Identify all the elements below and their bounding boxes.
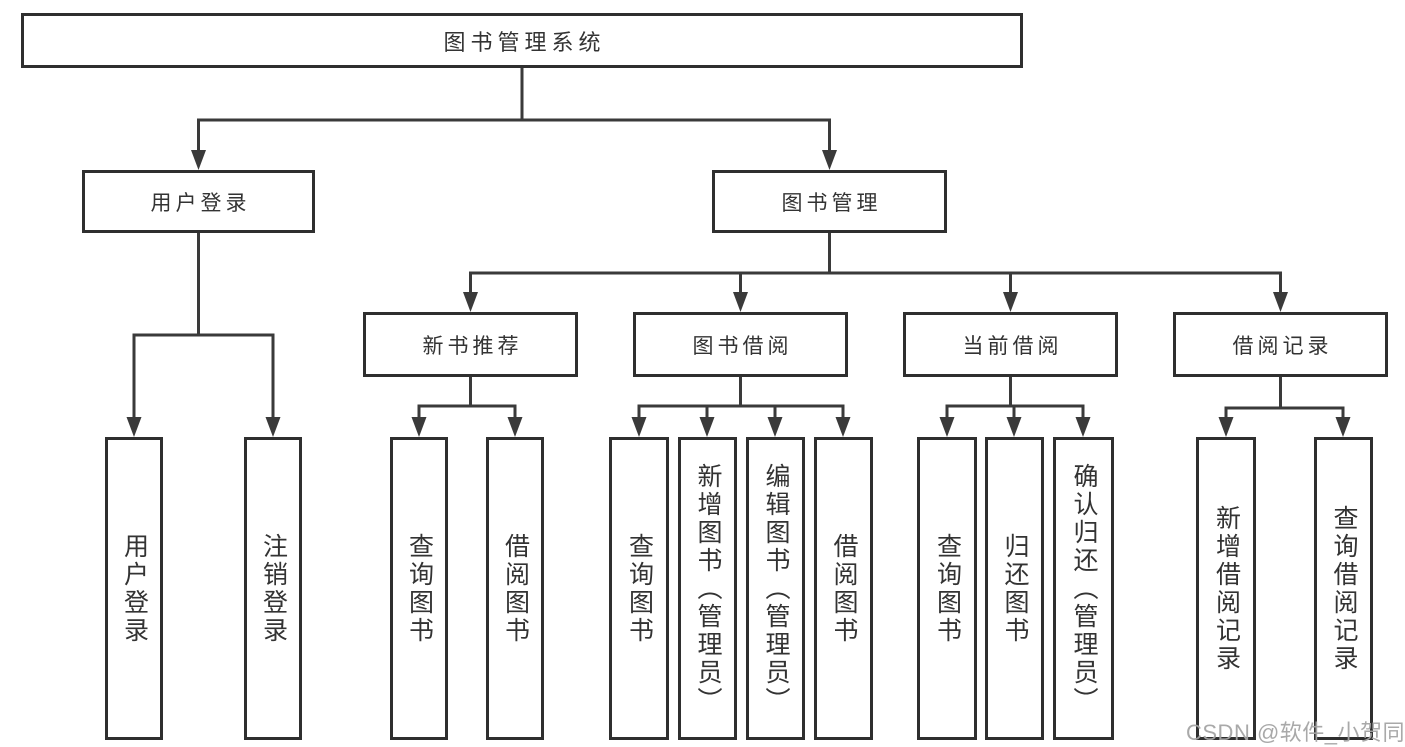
- leaf-add-books-admin-label: 新增图书（管理员）: [694, 462, 722, 715]
- connector-lines: [132, 68, 1345, 419]
- node-current-borrowing: 当前借阅: [903, 312, 1118, 377]
- leaf-confirm-return-admin-label: 确认归还（管理员）: [1070, 462, 1098, 715]
- arrowhead: [463, 292, 478, 312]
- arrowhead: [411, 417, 427, 437]
- arrowhead: [507, 417, 523, 437]
- arrowhead: [1273, 292, 1288, 312]
- leaf-confirm-return-admin: 确认归还（管理员）: [1053, 437, 1114, 740]
- arrowhead: [1218, 417, 1234, 437]
- leaf-query-books-recommend: 查询图书: [390, 437, 448, 740]
- arrowhead: [631, 417, 647, 437]
- leaf-add-borrow-record-label: 新增借阅记录: [1212, 504, 1241, 673]
- node-root-library-system: 图书管理系统: [21, 13, 1023, 68]
- leaf-query-books-borrowing-label: 查询图书: [625, 532, 654, 645]
- node-book-management: 图书管理: [712, 170, 947, 233]
- arrowhead: [1075, 417, 1091, 437]
- arrowhead: [265, 417, 281, 437]
- leaf-query-books-recommend-label: 查询图书: [405, 532, 434, 645]
- arrowhead: [191, 150, 206, 170]
- arrowhead: [939, 417, 955, 437]
- node-book-management-label: 图书管理: [781, 191, 882, 215]
- arrowheads: [126, 150, 1351, 437]
- arrowhead: [1006, 417, 1022, 437]
- arrowhead: [699, 417, 715, 437]
- leaf-query-borrow-record-label: 查询借阅记录: [1330, 504, 1358, 673]
- leaf-query-books-borrowing: 查询图书: [609, 437, 669, 740]
- leaf-add-books-admin: 新增图书（管理员）: [678, 437, 737, 740]
- node-borrowing-records-label: 借阅记录: [1232, 334, 1333, 358]
- leaf-edit-books-admin-label: 编辑图书（管理员）: [762, 462, 790, 715]
- node-user-login: 用户登录: [82, 170, 315, 233]
- node-book-borrowing-label: 图书借阅: [692, 334, 793, 358]
- arrowhead: [822, 150, 837, 170]
- leaf-return-books-label: 归还图书: [1001, 532, 1029, 645]
- leaf-user-login: 用户登录: [105, 437, 163, 740]
- node-borrowing-records: 借阅记录: [1173, 312, 1388, 377]
- arrowhead: [767, 417, 783, 437]
- arrowhead: [1335, 417, 1351, 437]
- leaf-user-login-label: 用户登录: [120, 532, 149, 645]
- leaf-query-books-current: 查询图书: [917, 437, 977, 740]
- arrowhead: [835, 417, 851, 437]
- leaf-query-borrow-record: 查询借阅记录: [1314, 437, 1373, 740]
- node-book-borrowing: 图书借阅: [633, 312, 848, 377]
- arrowhead: [126, 417, 142, 437]
- node-root-label: 图书管理系统: [443, 29, 606, 55]
- leaf-return-books: 归还图书: [985, 437, 1044, 740]
- leaf-borrow-books-recommend: 借阅图书: [486, 437, 544, 740]
- leaf-logout-label: 注销登录: [259, 532, 288, 645]
- leaf-logout: 注销登录: [244, 437, 302, 740]
- arrowhead: [733, 292, 748, 312]
- leaf-query-books-current-label: 查询图书: [933, 532, 962, 645]
- csdn-watermark: CSDN @软件_小贺同学: [1186, 720, 1405, 745]
- leaf-borrow-books-label: 借阅图书: [830, 532, 858, 645]
- arrowhead: [1003, 292, 1018, 312]
- node-new-book-recommendation-label: 新书推荐: [422, 334, 523, 358]
- leaf-edit-books-admin: 编辑图书（管理员）: [746, 437, 805, 740]
- leaf-borrow-books: 借阅图书: [814, 437, 873, 740]
- node-user-login-label: 用户登录: [150, 191, 251, 215]
- leaf-add-borrow-record: 新增借阅记录: [1196, 437, 1256, 740]
- node-new-book-recommendation: 新书推荐: [363, 312, 578, 377]
- leaf-borrow-books-recommend-label: 借阅图书: [501, 532, 530, 645]
- node-current-borrowing-label: 当前借阅: [962, 334, 1063, 358]
